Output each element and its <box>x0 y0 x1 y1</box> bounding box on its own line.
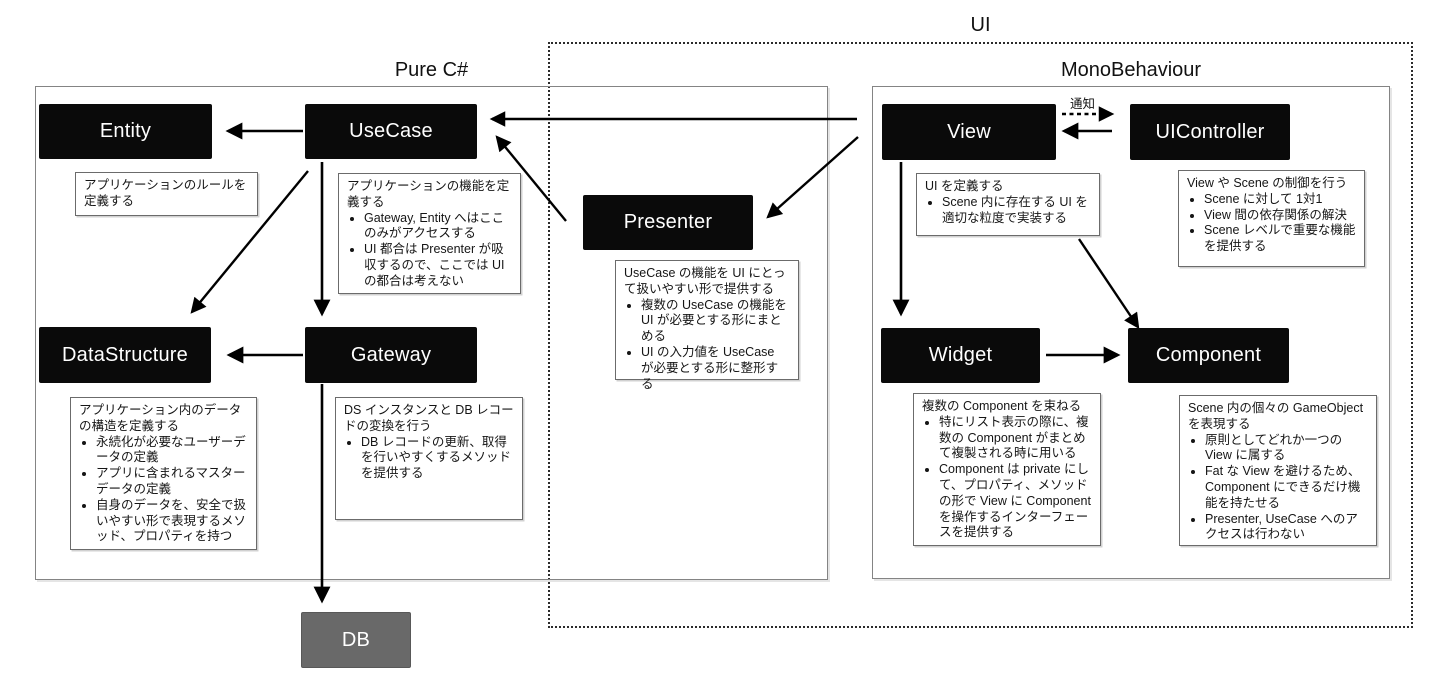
note-uicontroller-bullets: Scene に対して 1対1View 間の依存関係の解決Scene レベルで重要… <box>1187 192 1356 255</box>
note-gateway-bullets: DB レコードの更新、取得を行いやすくするメソッドを提供する <box>344 435 514 482</box>
note-bullet: アプリに含まれるマスターデータの定義 <box>96 466 248 498</box>
note-widget: 複数の Component を束ねる 特にリスト表示の際に、複数の Compon… <box>913 393 1101 546</box>
node-gateway: Gateway <box>305 327 477 383</box>
group-ui-title: UI <box>970 14 991 36</box>
note-bullet: Presenter, UseCase へのアクセスは行わない <box>1205 512 1368 544</box>
note-bullet: View 間の依存関係の解決 <box>1204 208 1356 224</box>
note-view: UI を定義する Scene 内に存在する UI を適切な粒度で実装する <box>916 173 1100 236</box>
note-uicontroller: View や Scene の制御を行う Scene に対して 1対1View 間… <box>1178 170 1365 267</box>
note-bullet: 特にリスト表示の際に、複数の Component がまとめて複製される時に用いる <box>939 415 1092 462</box>
node-component: Component <box>1128 328 1289 383</box>
note-presenter-bullets: 複数の UseCase の機能を UI が必要とする形にまとめるUI の入力値を… <box>624 298 790 393</box>
note-gateway-lead: DS インスタンスと DB レコードの変換を行う <box>344 403 514 433</box>
note-bullet: UI 都合は Presenter が吸収するので、ここでは UI の都合は考えな… <box>364 242 512 289</box>
node-datastructure: DataStructure <box>39 327 211 383</box>
note-bullet: UI の入力値を UseCase が必要とする形に整形する <box>641 345 790 392</box>
note-bullet: Scene レベルで重要な機能を提供する <box>1204 223 1356 255</box>
note-component: Scene 内の個々の GameObject を表現する 原則としてどれか一つの… <box>1179 395 1377 546</box>
group-pure-csharp-title: Pure C# <box>394 59 469 81</box>
group-ui <box>548 42 1413 628</box>
node-view: View <box>882 104 1056 160</box>
note-view-lead: UI を定義する <box>925 179 1004 193</box>
note-entity-lead: アプリケーションのルールを定義する <box>84 178 247 208</box>
note-uicontroller-lead: View や Scene の制御を行う <box>1187 176 1348 190</box>
note-bullet: 自身のデータを、安全で扱いやすい形で表現するメソッド、プロパティを持つ <box>96 498 248 545</box>
notify-label: 通知 <box>1070 97 1096 111</box>
note-component-lead: Scene 内の個々の GameObject を表現する <box>1188 401 1364 431</box>
note-bullet: 原則としてどれか一つの View に属する <box>1205 433 1368 465</box>
note-component-bullets: 原則としてどれか一つの View に属するFat な View を避けるため、C… <box>1188 433 1368 544</box>
note-bullet: DB レコードの更新、取得を行いやすくするメソッドを提供する <box>361 435 514 482</box>
note-datastructure: アプリケーション内のデータの構造を定義する 永続化が必要なユーザーデータの定義ア… <box>70 397 257 550</box>
node-usecase: UseCase <box>305 104 477 159</box>
group-monobehaviour <box>872 86 1390 579</box>
note-bullet: 永続化が必要なユーザーデータの定義 <box>96 435 248 467</box>
note-datastructure-bullets: 永続化が必要なユーザーデータの定義アプリに含まれるマスターデータの定義自身のデー… <box>79 435 248 546</box>
note-usecase: アプリケーションの機能を定義する Gateway, Entity へはここのみが… <box>338 173 521 294</box>
note-usecase-lead: アプリケーションの機能を定義する <box>347 179 510 209</box>
note-bullet: Scene に対して 1対1 <box>1204 192 1356 208</box>
note-datastructure-lead: アプリケーション内のデータの構造を定義する <box>79 403 242 433</box>
note-bullet: Gateway, Entity へはここのみがアクセスする <box>364 211 512 243</box>
note-bullet: Component は private にして、プロパティ、メソッドの形で Vi… <box>939 462 1092 541</box>
group-monobehaviour-title: MonoBehaviour <box>1060 59 1202 81</box>
note-usecase-bullets: Gateway, Entity へはここのみがアクセスするUI 都合は Pres… <box>347 211 512 290</box>
note-bullet: Fat な View を避けるため、Component にできるだけ機能を持たせ… <box>1205 464 1368 511</box>
node-uicontroller: UIController <box>1130 104 1290 160</box>
note-gateway: DS インスタンスと DB レコードの変換を行う DB レコードの更新、取得を行… <box>335 397 523 520</box>
node-db: DB <box>301 612 411 668</box>
note-view-bullets: Scene 内に存在する UI を適切な粒度で実装する <box>925 195 1091 227</box>
note-widget-bullets: 特にリスト表示の際に、複数の Component がまとめて複製される時に用いる… <box>922 415 1092 541</box>
note-presenter: UseCase の機能を UI にとって扱いやすい形で提供する 複数の UseC… <box>615 260 799 391</box>
note-bullet: Scene 内に存在する UI を適切な粒度で実装する <box>942 195 1091 227</box>
note-bullet: 複数の UseCase の機能を UI が必要とする形にまとめる <box>641 298 790 345</box>
note-widget-lead: 複数の Component を束ねる <box>922 399 1082 413</box>
note-presenter-lead: UseCase の機能を UI にとって扱いやすい形で提供する <box>624 266 786 296</box>
node-entity: Entity <box>39 104 212 159</box>
node-widget: Widget <box>881 328 1040 383</box>
node-presenter: Presenter <box>583 195 753 250</box>
note-entity: アプリケーションのルールを定義する <box>75 172 258 216</box>
group-pure-csharp <box>35 86 828 580</box>
